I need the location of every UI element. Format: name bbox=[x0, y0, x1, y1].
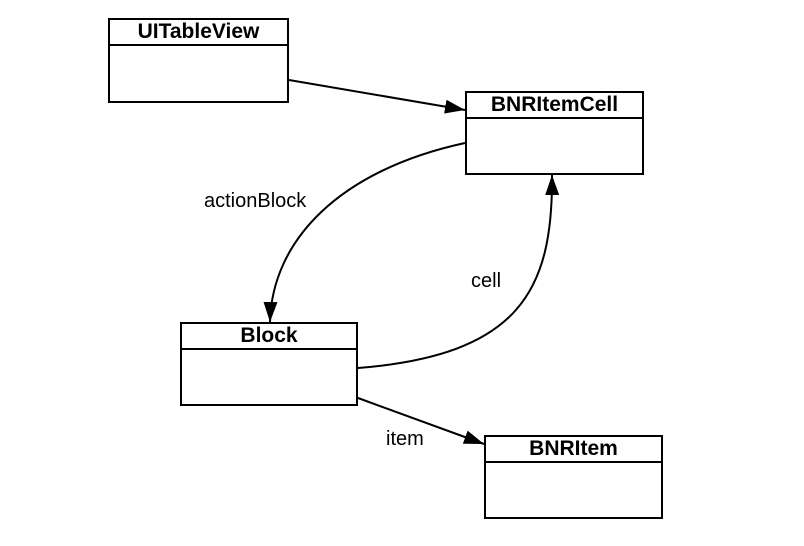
item-label: item bbox=[386, 428, 424, 450]
edge-item bbox=[357, 397, 485, 445]
uitableview-class-box: UITableView bbox=[108, 18, 289, 103]
edge-actionblock bbox=[263, 142, 466, 323]
bnritem-class-box: BNRItem bbox=[484, 435, 663, 519]
block-title: Block bbox=[182, 324, 356, 350]
actionblock-label: actionBlock bbox=[204, 190, 307, 212]
cell-label: cell bbox=[471, 270, 502, 292]
uitableview-title: UITableView bbox=[110, 20, 287, 46]
edge-uitableview-to-bnritemcell bbox=[288, 79, 466, 114]
block-class-box: Block bbox=[180, 322, 358, 406]
edge-cell bbox=[357, 174, 560, 369]
bnritem-title: BNRItem bbox=[486, 437, 661, 463]
bnritemcell-class-box: BNRItemCell bbox=[465, 91, 644, 175]
bnritemcell-title: BNRItemCell bbox=[467, 93, 642, 119]
